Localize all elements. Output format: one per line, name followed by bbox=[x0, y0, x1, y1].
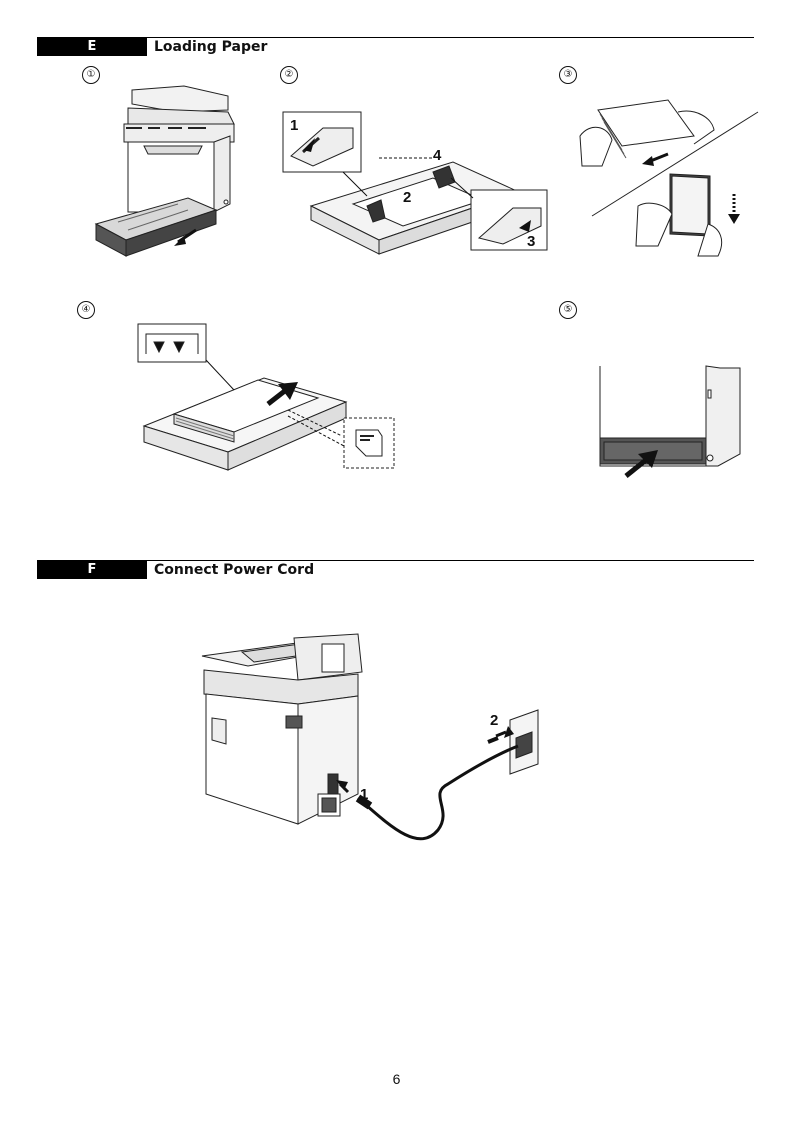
section-e-title: Loading Paper bbox=[154, 39, 268, 55]
section-e-header: E Loading Paper bbox=[37, 37, 754, 56]
connect-power-cord-illustration: 1 2 bbox=[198, 634, 560, 848]
section-f-tag: F bbox=[37, 561, 147, 579]
section-e-tag: E bbox=[37, 38, 147, 56]
callout-e2-2: 2 bbox=[403, 189, 411, 206]
callout-e2-4: 4 bbox=[433, 147, 442, 164]
callout-f-1: 1 bbox=[360, 786, 368, 803]
step-5-marker: ⑤ bbox=[559, 301, 577, 319]
page-number: 6 bbox=[392, 1071, 401, 1087]
step-1-marker: ① bbox=[82, 66, 100, 84]
cassette-guides-illustration: 1 2 3 4 bbox=[283, 108, 548, 258]
section-f-title: Connect Power Cord bbox=[154, 562, 315, 578]
printer-open-cassette-illustration bbox=[88, 84, 238, 264]
callout-f-2: 2 bbox=[490, 712, 498, 729]
insert-cassette-illustration bbox=[596, 362, 750, 480]
callout-e2-1: 1 bbox=[290, 117, 298, 134]
step-3-marker: ③ bbox=[559, 66, 577, 84]
callout-e2-3: 3 bbox=[527, 233, 535, 250]
step-4-marker: ④ bbox=[77, 301, 95, 319]
section-f-header: F Connect Power Cord bbox=[37, 560, 754, 579]
load-paper-cassette-illustration bbox=[138, 320, 398, 472]
fan-paper-illustration bbox=[578, 96, 758, 264]
step-2-marker: ② bbox=[280, 66, 298, 84]
